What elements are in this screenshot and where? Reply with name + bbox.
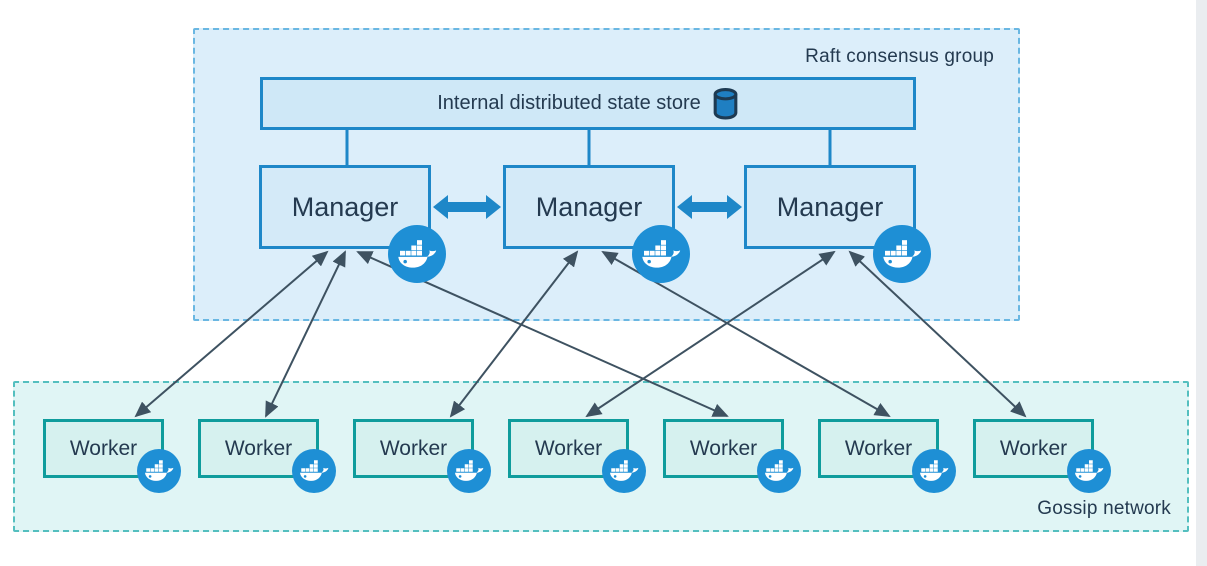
worker-box-2: Worker	[198, 419, 336, 493]
docker-whale-icon	[137, 449, 181, 493]
worker-label: Worker	[69, 436, 138, 460]
worker-label: Worker	[534, 436, 603, 460]
manager-box-3: Manager	[744, 165, 931, 283]
window-edge	[1196, 0, 1207, 566]
worker-box-1: Worker	[43, 419, 181, 493]
worker-box-4: Worker	[508, 419, 646, 493]
docker-whale-icon	[1067, 449, 1111, 493]
worker-label: Worker	[844, 436, 913, 460]
state-store-label: Internal distributed state store	[437, 92, 701, 114]
docker-whale-icon	[873, 225, 931, 283]
worker-label: Worker	[999, 436, 1068, 460]
worker-label: Worker	[224, 436, 293, 460]
docker-whale-icon	[447, 449, 491, 493]
state-store-box: Internal distributed state store	[260, 77, 916, 130]
docker-whale-icon	[632, 225, 690, 283]
manager-label: Manager	[776, 191, 884, 222]
worker-label: Worker	[689, 436, 758, 460]
docker-whale-icon	[602, 449, 646, 493]
worker-box-5: Worker	[663, 419, 801, 493]
manager-box-1: Manager	[259, 165, 446, 283]
worker-box-7: Worker	[973, 419, 1111, 493]
database-cylinder-icon	[713, 88, 738, 120]
worker-label: Worker	[379, 436, 448, 460]
docker-whale-icon	[757, 449, 801, 493]
manager-box-2: Manager	[503, 165, 690, 283]
raft-group-label: Raft consensus group	[805, 46, 994, 67]
manager-label: Manager	[535, 191, 643, 222]
docker-whale-icon	[292, 449, 336, 493]
worker-box-3: Worker	[353, 419, 491, 493]
worker-box-6: Worker	[818, 419, 956, 493]
manager-label: Manager	[291, 191, 399, 222]
gossip-group-label: Gossip network	[1037, 498, 1171, 519]
docker-whale-icon	[912, 449, 956, 493]
docker-whale-icon	[388, 225, 446, 283]
